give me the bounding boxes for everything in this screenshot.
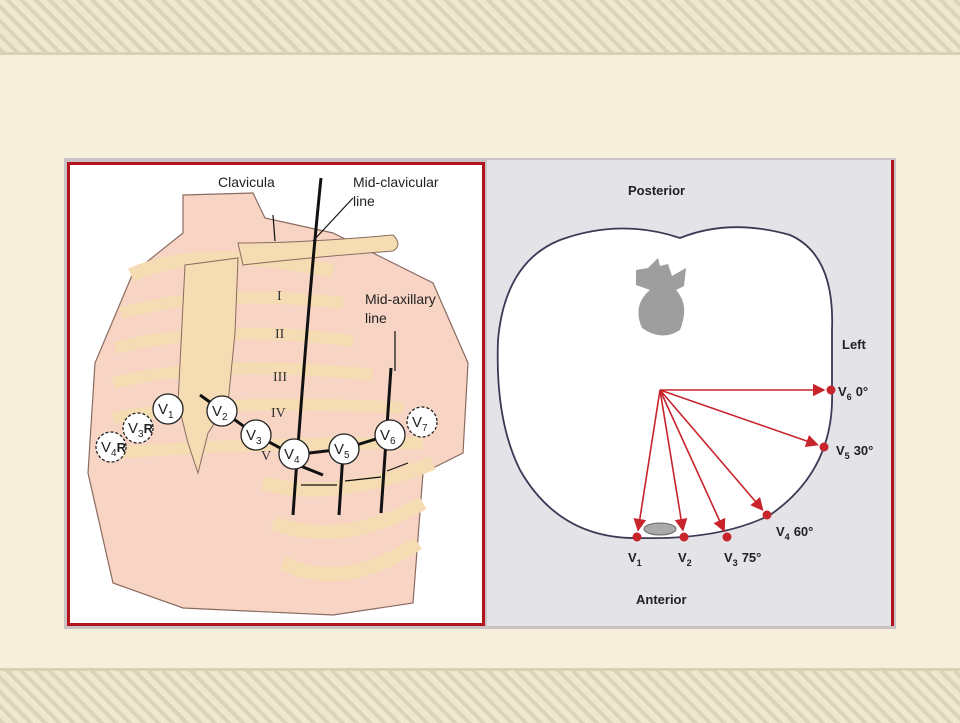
electrode-circle — [406, 406, 438, 438]
electrode-8: V4R — [95, 431, 127, 463]
distance-arrows — [301, 462, 409, 486]
electrode-7: V3R — [122, 412, 154, 444]
electrode-circle — [122, 412, 154, 444]
lead-v1: V1 — [628, 389, 661, 568]
vertebra — [636, 258, 686, 336]
electrode-circle — [152, 393, 184, 425]
rib-label-v: V — [261, 449, 271, 464]
electrode-label: V1 — [158, 401, 174, 421]
electrode-label: V2 — [212, 403, 228, 423]
lead-arrow — [659, 389, 688, 532]
electrode-circle — [328, 433, 360, 465]
electrode-label: V7 — [412, 414, 428, 434]
lead-label: V2 — [678, 550, 692, 568]
lead-dot — [722, 532, 732, 542]
electrode-circle — [240, 419, 272, 451]
rib-label-i: I — [277, 289, 282, 304]
electrode-3: V4 — [278, 438, 310, 470]
electrode-circle — [374, 419, 406, 451]
lead-dot — [632, 532, 642, 542]
mid-axillary-label: Mid-axillary — [365, 291, 436, 307]
lead-dot — [762, 510, 772, 520]
electrode-label: V3R — [128, 420, 154, 440]
chest-lead-placement-diagram: Clavicula Mid-clavicular line Mid-axilla… — [67, 162, 485, 626]
sternum-section — [643, 522, 677, 536]
chest-illustration: Clavicula Mid-clavicular line Mid-axilla… — [87, 174, 469, 616]
decorative-bottom-border — [0, 668, 960, 723]
lead-arrow — [659, 389, 764, 511]
electrode-2: V3 — [240, 419, 272, 451]
electrode-circle — [95, 431, 127, 463]
rib-label-ii: II — [275, 327, 285, 342]
lead-dot — [819, 442, 829, 452]
rib-label-iii: III — [273, 370, 287, 385]
lead-label: V1 — [628, 550, 642, 568]
electrode-label: V5 — [334, 441, 350, 461]
mid-clavicular-label: Mid-clavicular — [353, 174, 439, 190]
lead-arrow — [659, 389, 819, 448]
lead-v2: V2 — [659, 389, 692, 568]
lead-arrow — [659, 389, 726, 533]
decorative-top-border — [0, 0, 960, 55]
electrode-label: V4R — [101, 439, 127, 459]
pointer-arrows — [272, 197, 396, 371]
posterior-label: Posterior — [628, 183, 685, 198]
electrode-6: V7 — [406, 406, 438, 438]
left-label: Left — [842, 337, 867, 352]
electrode-4: V5 — [328, 433, 360, 465]
mid-clavicular-label-line2: line — [353, 193, 375, 209]
lead-dot — [826, 385, 836, 395]
electrode-5: V6 — [374, 419, 406, 451]
electrode-label: V3 — [246, 427, 262, 447]
clavicle — [237, 234, 399, 266]
lead-arrow — [633, 389, 661, 532]
mid-axillary-label-line2: line — [365, 310, 387, 326]
electrode-label: V6 — [380, 427, 396, 447]
clavicula-label: Clavicula — [218, 174, 275, 190]
anterior-label: Anterior — [636, 592, 687, 607]
electrode-label: V4 — [284, 446, 300, 466]
electrode-1: V2 — [206, 395, 238, 427]
rib-label-iv: IV — [271, 406, 286, 421]
electrode-0: V1 — [152, 393, 184, 425]
electrode-circle — [278, 438, 310, 470]
lead-dot — [679, 532, 689, 542]
electrode-circle — [206, 395, 238, 427]
